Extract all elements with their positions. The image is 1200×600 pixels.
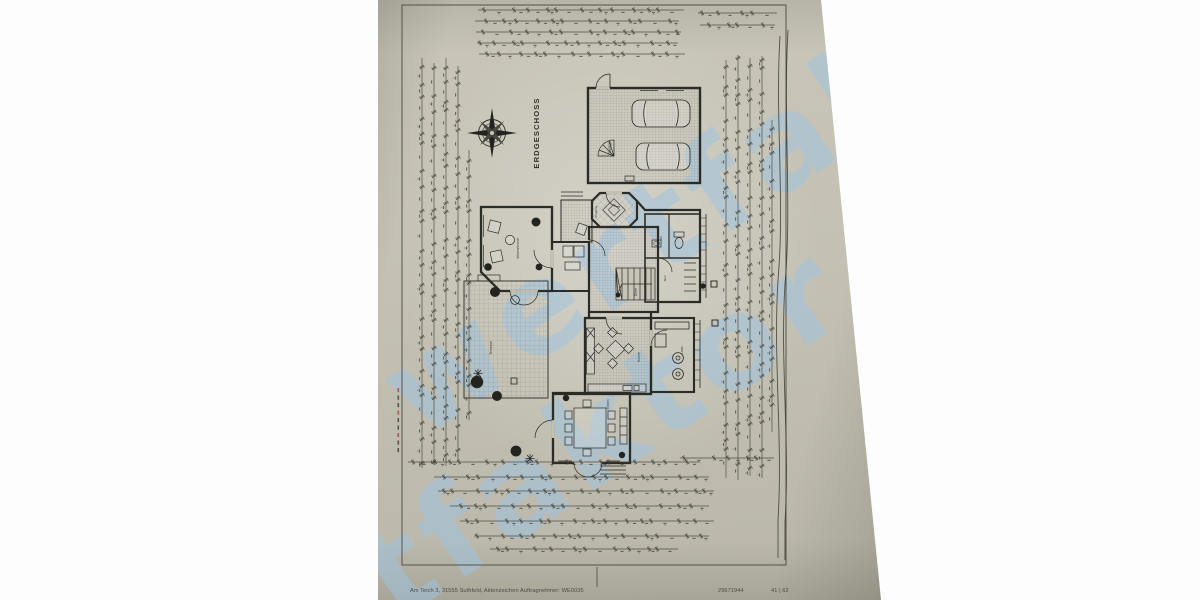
footer-document-number: 29671944	[718, 588, 744, 594]
car-symbols	[631, 99, 691, 171]
room-label-essen: Essen	[606, 399, 610, 409]
room-label-windfang: Windfang	[594, 206, 598, 218]
dining-furniture	[564, 399, 628, 457]
bay-stone-marks	[700, 214, 707, 298]
kitchen-furniture	[586, 327, 647, 393]
survey-markers	[700, 280, 719, 327]
room-label-kueche: Küche	[637, 352, 641, 362]
shrub-flakes	[473, 369, 535, 463]
compass-rose-icon	[467, 108, 517, 158]
dimension-chains	[408, 7, 777, 554]
garden-trees	[470, 287, 522, 457]
room-label-wc: WC	[659, 236, 663, 241]
room-label-hwr: HWR	[680, 346, 684, 354]
fan-stair	[597, 139, 615, 157]
drawing-frame	[401, 4, 787, 566]
site-boundary-lines	[776, 29, 789, 560]
room-label-diele: Diele	[634, 288, 638, 296]
room-labels: Garage Windfang Diele Wohnzimmer Küche E…	[489, 140, 684, 408]
house-walls	[463, 73, 707, 478]
room-label-wohnzimmer: Wohnzimmer	[516, 237, 520, 259]
staircase	[615, 267, 656, 301]
hwr-appliances	[654, 321, 690, 380]
room-label-abstellraum: Abst.	[663, 275, 667, 282]
page-title: ERDGESCHOSS	[532, 97, 541, 168]
bay-stone-marks-2	[694, 320, 701, 388]
room-label-garage: Garage	[607, 140, 612, 155]
approval-stamp	[397, 388, 400, 453]
floor-plan-drawing: ERDGESCHOSS	[397, 4, 789, 587]
paper-sheet: wertfaktor wertfaktor	[378, 0, 881, 600]
footer-page-indicator: 41 | 62	[771, 588, 789, 594]
room-label-terrasse: Terrasse	[489, 341, 493, 355]
footer-address: Am Teich 3, 31555 Suthfeld, Aktenzeichen…	[410, 588, 584, 594]
living-furniture	[487, 219, 588, 271]
